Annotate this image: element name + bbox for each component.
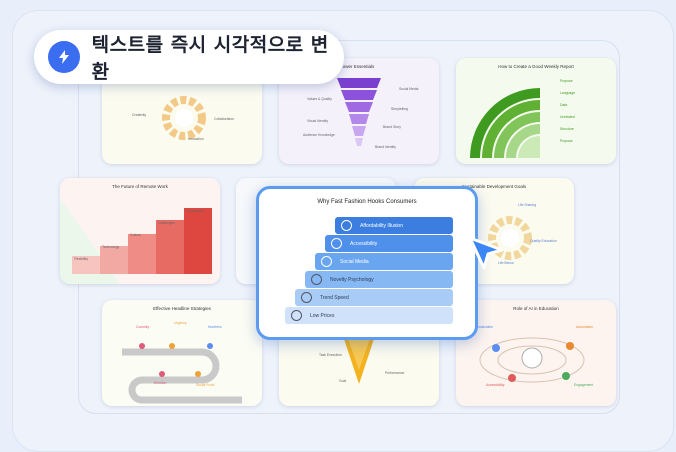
hero-step: Affordability Illusion (335, 217, 453, 234)
hero-step: Accessibility (325, 235, 453, 252)
headline-item-label: Urgency (174, 321, 187, 325)
template-card-funnel[interactable]: ...ower Essentials Social Media Values &… (279, 58, 439, 164)
ai-item-label: Engagement (574, 383, 594, 387)
step-label: Social Media (340, 258, 369, 265)
funnel-item-label: Values & Quality (307, 97, 332, 101)
sdg-item-label: Quality Education (530, 239, 557, 243)
ai-item-label: Automation (576, 325, 594, 329)
funnel-item-label: Audience Knowledge (303, 133, 335, 137)
gear-item-label: Creativity (132, 113, 147, 117)
card-title: The Future of Remote Work (112, 184, 168, 189)
card-title: ...ower Essentials (339, 64, 375, 69)
stair-label: Productivity (186, 209, 204, 213)
stair-label: Culture (130, 233, 141, 237)
arc-diagram (470, 88, 540, 158)
hero-step: Low Prices (285, 307, 453, 324)
step-icon (331, 238, 342, 249)
gear-item-label: Innovation (188, 137, 204, 141)
cursor-icon (468, 236, 504, 270)
step-icon (291, 310, 302, 321)
orbit-diagram (479, 337, 585, 383)
gear-item-label: Collaboration (214, 117, 234, 121)
report-item-label: Data (560, 103, 568, 107)
report-item-label: Language (560, 91, 576, 95)
step-label: Novelty Psychology (330, 276, 374, 283)
funnel-item-label: Brand Story (383, 125, 401, 129)
step-label: Low Prices (310, 312, 335, 319)
stair-chart (60, 198, 212, 284)
funnel-item-label: Brand Identity (375, 145, 396, 149)
report-item-label: Structure (560, 127, 574, 131)
card-title: Sustainable Development Goals (461, 184, 527, 189)
step-icon (311, 274, 322, 285)
step-label: Trend Speed (320, 294, 349, 301)
headline-item-label: Curiosity (136, 325, 150, 329)
template-card-remote-work[interactable]: The Future of Remote Work Flexibility Te… (60, 178, 220, 284)
card-title: How to Create a Good Weekly Report (498, 64, 574, 69)
card-title: Effective Headline Strategies (153, 306, 211, 311)
badge-text: 텍스트를 즉시 시각적으로 변환 (91, 34, 329, 83)
cone-item-label: Goal (339, 379, 347, 383)
gear-diagram (162, 96, 206, 140)
feature-badge: 텍스트를 즉시 시각적으로 변환 (34, 30, 344, 84)
cone-diagram (341, 330, 377, 384)
ai-item-label: Accessibility (486, 383, 505, 387)
headline-item-label: Social Proof (196, 383, 215, 387)
funnel-diagram (337, 78, 381, 146)
stair-label: Challenges (158, 221, 175, 225)
headline-item-label: Emotion (154, 381, 167, 385)
headline-item-label: Numbers (208, 325, 222, 329)
stair-label: Technology (102, 245, 120, 249)
template-card-headline[interactable]: Effective Headline Strategies Curiosity … (102, 300, 262, 406)
template-card-report[interactable]: How to Create a Good Weekly Report Purpo… (456, 58, 616, 164)
hero-step: Social Media (315, 253, 453, 270)
step-icon (301, 292, 312, 303)
report-item-label: Unrelated (560, 115, 575, 119)
step-label: Accessibility (350, 240, 378, 247)
road-diagram (122, 343, 242, 404)
step-icon (321, 256, 332, 267)
sdg-item-label: Life Below (498, 261, 514, 265)
selected-template-card[interactable]: Why Fast Fashion Hooks Consumers Afforda… (256, 186, 478, 340)
card-title: Role of AI in Education (513, 306, 559, 311)
gear-diagram (488, 216, 532, 260)
sdg-item-label: Life Sharing (518, 203, 537, 207)
step-icon (341, 220, 352, 231)
template-card-ai[interactable]: Role of AI in Education Personalization … (456, 300, 616, 406)
report-item-label: Purpose (560, 79, 573, 83)
funnel-item-label: Storytelling (391, 107, 408, 111)
step-label: Affordability Illusion (360, 222, 403, 229)
report-item-label: Purpose (560, 139, 573, 143)
ai-item-label: Personalization (470, 325, 494, 329)
stair-label: Flexibility (74, 257, 88, 261)
hero-step: Novelty Psychology (305, 271, 453, 288)
hero-step: Trend Speed (295, 289, 453, 306)
funnel-item-label: Visual Identity (307, 119, 329, 123)
lightning-icon (48, 41, 80, 73)
cone-item-label: Task Execution (319, 353, 342, 357)
funnel-item-label: Social Media (399, 87, 419, 91)
cone-item-label: Performance (385, 371, 405, 375)
hero-title: Why Fast Fashion Hooks Consumers (317, 199, 417, 205)
